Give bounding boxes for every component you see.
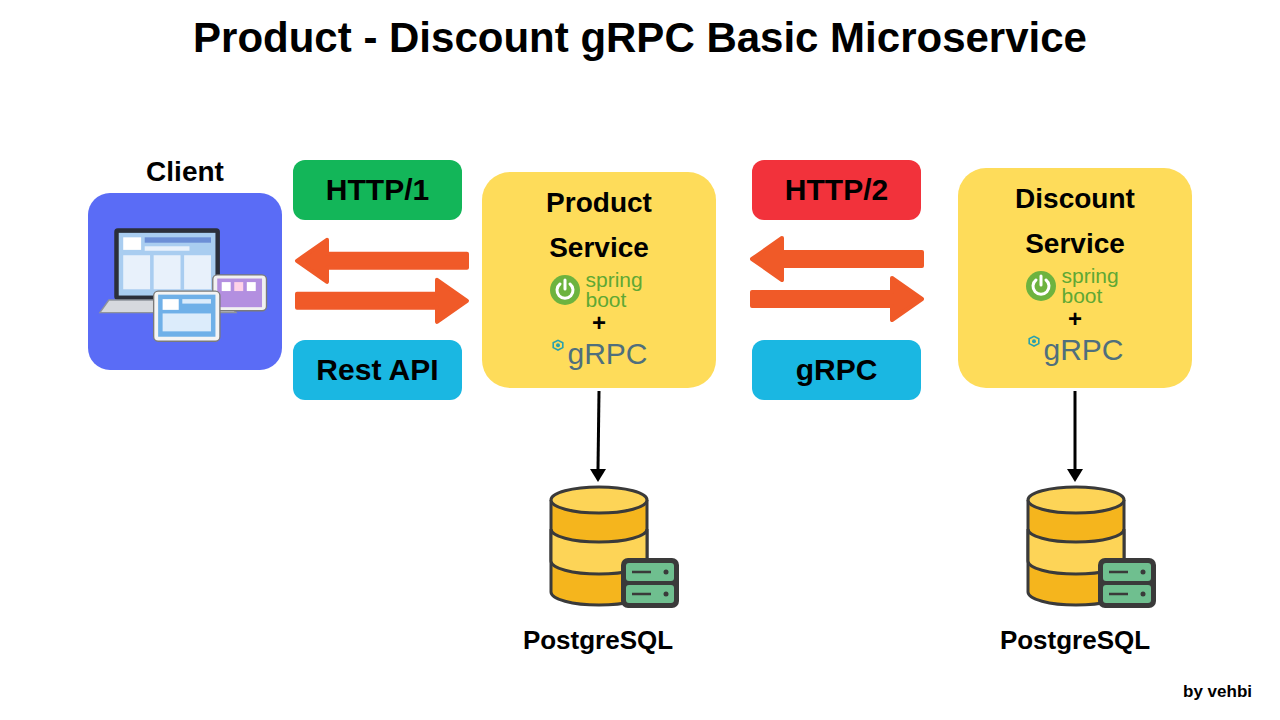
protocol-pill: HTTP/2: [752, 160, 921, 220]
pill-label: HTTP/1: [326, 172, 429, 208]
database-label: PostgreSQL: [985, 624, 1165, 656]
arrow-shape: [297, 280, 467, 322]
arrow-head: [590, 469, 606, 482]
pill-label: Rest API: [316, 352, 438, 388]
spring-icon: [1025, 270, 1057, 302]
grpc-logo: gRPC: [1026, 332, 1123, 368]
service-box: Product Servicespring boot+gRPC: [482, 172, 716, 388]
database-label: PostgreSQL: [508, 624, 688, 656]
diagram-title: Product - Discount gRPC Basic Microservi…: [0, 10, 1280, 66]
devices-illustration-use: [100, 228, 267, 341]
grpc-icon-use: [554, 340, 564, 350]
service-name: Product Service: [514, 180, 684, 270]
database-node: PostgreSQL: [508, 484, 688, 659]
database-cylinder-use: [551, 487, 679, 608]
database-cylinder-use: [1028, 487, 1156, 608]
client-panel: [88, 193, 282, 370]
plus-sign: +: [1068, 306, 1082, 332]
arrow-line: [1074, 391, 1077, 469]
spring-logo: spring boot: [549, 270, 650, 310]
grpc-icon: [1026, 334, 1042, 350]
arrow-shape: [752, 278, 922, 320]
connector: [590, 391, 606, 482]
logo-text: spring boot: [586, 270, 650, 310]
spring-logo: spring boot: [1025, 266, 1126, 306]
protocol-pill: Rest API: [293, 340, 462, 400]
database-cylinder: [1020, 484, 1160, 612]
database-node: PostgreSQL: [985, 484, 1165, 649]
service-box: Discount Servicespring boot+gRPC: [958, 168, 1192, 388]
arrow-line: [598, 391, 599, 469]
spring-icon-use: [550, 275, 580, 305]
plus-sign: +: [592, 310, 606, 336]
client-box: Client: [88, 150, 282, 370]
pill-label: gRPC: [796, 352, 878, 388]
database-cylinder: [543, 484, 683, 612]
logo-text: spring boot: [1062, 266, 1126, 306]
protocol-pill: HTTP/1: [293, 160, 462, 220]
credit-note: by vehbi: [1183, 681, 1252, 703]
arrow-shape: [297, 240, 467, 282]
spring-icon: [549, 274, 581, 306]
grpc-icon-use: [1030, 336, 1040, 346]
service-name: Discount Service: [990, 176, 1160, 266]
protocol-pill: gRPC: [752, 340, 921, 400]
spring-icon-use: [1026, 271, 1056, 301]
node-heading: Client: [88, 150, 282, 193]
connector: [1067, 391, 1083, 482]
grpc-logo: gRPC: [550, 336, 647, 372]
arrow-shape: [752, 238, 922, 280]
devices-illustration: [98, 223, 272, 343]
grpc-icon: [550, 338, 566, 354]
connector: [752, 238, 922, 320]
logo-text: gRPC: [567, 336, 647, 372]
pill-label: HTTP/2: [785, 172, 888, 208]
logo-text: gRPC: [1043, 332, 1123, 368]
connector: [297, 240, 467, 322]
arrow-head: [1067, 469, 1083, 482]
